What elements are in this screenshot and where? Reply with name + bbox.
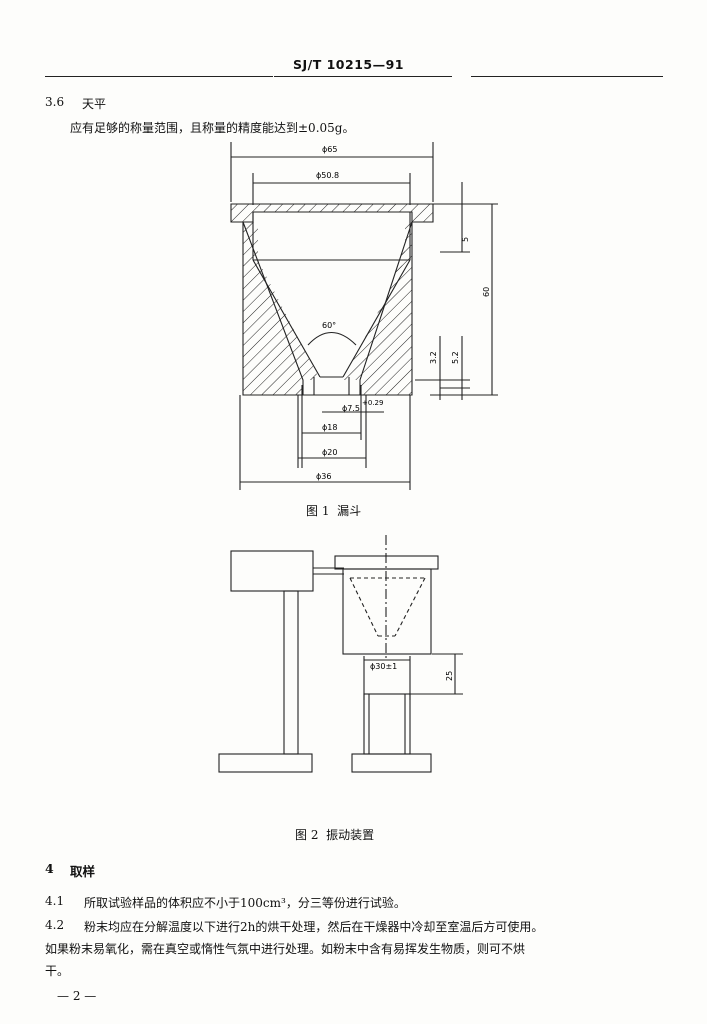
para-4-2-line1: 粉末均应在分解温度以下进行2h的烘干处理，然后在干燥器中冷却至室温后方可使用。: [84, 920, 544, 934]
dim-orifice: ϕ7.5: [342, 404, 360, 413]
section-3-6-text: 应有足够的称量范围，且称量的精度能达到±0.05g。: [70, 121, 355, 135]
para-4-1-text: 所取试验样品的体积应不小于100cm³，分三等份进行试验。: [84, 896, 406, 910]
dim-5-2: 5.2: [451, 351, 460, 364]
page-number: — 2 —: [57, 989, 97, 1003]
dim-cup-dia: ϕ30±1: [370, 662, 397, 671]
section-4-number: 4: [45, 861, 54, 876]
para-4-2-line3: 干。: [45, 964, 70, 978]
standard-code: SJ/T 10215—91: [293, 57, 404, 72]
dim-outer-dia: ϕ65: [322, 145, 337, 154]
figure2-caption: 图 2 振动装置: [295, 828, 375, 842]
header-rule-left: [45, 76, 273, 77]
dim-d18: ϕ18: [322, 423, 337, 432]
dim-3-2: 3.2: [429, 351, 438, 364]
figure1-caption: 图 1 漏斗: [306, 504, 362, 518]
dim-angle: 60°: [322, 321, 336, 330]
dim-height: 60: [482, 287, 491, 297]
header-rule-right: [471, 76, 663, 77]
para-4-1-number: 4.1: [45, 894, 65, 908]
section-3-6-title: 天平: [82, 97, 107, 111]
dim-d36: ϕ36: [316, 472, 331, 481]
para-4-2-number: 4.2: [45, 918, 65, 932]
dim-inner-dia: ϕ50.8: [316, 171, 339, 180]
header-rule-mid: [274, 76, 452, 77]
section-3-6-number: 3.6: [45, 95, 65, 109]
dim-orifice-tol: +0.29: [362, 399, 383, 407]
para-4-2-line2: 如果粉末易氧化，需在真空或惰性气氛中进行处理。如粉末中含有易挥发生物质，则可不烘: [45, 942, 526, 956]
dim-gap: 25: [445, 671, 454, 681]
dim-top-lip: 5: [461, 237, 470, 242]
dim-d20: ϕ20: [322, 448, 337, 457]
section-4-title: 取样: [70, 864, 96, 879]
